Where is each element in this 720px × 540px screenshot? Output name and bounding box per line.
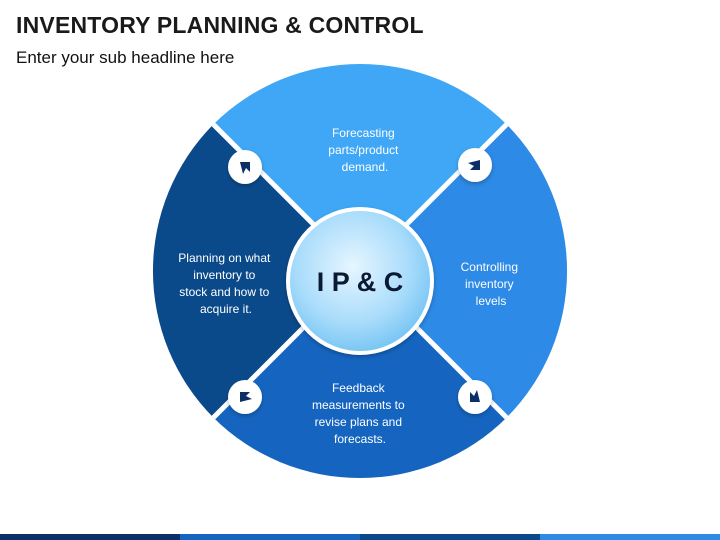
footer-bar-segment	[540, 534, 720, 540]
segment-bottom	[213, 271, 507, 479]
page-subtitle: Enter your sub headline here	[16, 48, 235, 67]
segment-bottom-text: Feedback measurements to revise plans an…	[312, 381, 408, 446]
page-title: INVENTORY PLANNING & CONTROL	[16, 12, 424, 38]
segment-right-text: Controlling inventory levels	[461, 260, 522, 308]
arrow-top-left-icon	[228, 150, 262, 184]
segment-top-text: Forecasting parts/product demand.	[328, 126, 401, 174]
footer-bar-segment	[180, 534, 360, 540]
footer-color-bar	[0, 534, 720, 540]
segment-right	[360, 124, 568, 418]
arrow-bottom-left-icon	[228, 380, 262, 414]
footer-bar-segment	[0, 534, 180, 540]
footer-bar-segment	[360, 534, 540, 540]
segment-left-text: Planning on what inventory to stock and …	[178, 251, 273, 316]
center-label: I P & C	[317, 267, 404, 297]
arrow-bottom-right-icon	[458, 380, 492, 414]
arrow-top-right-icon	[458, 148, 492, 182]
segment-left	[152, 124, 360, 418]
segment-top	[213, 63, 507, 271]
center-hub: I P & C	[286, 207, 434, 355]
